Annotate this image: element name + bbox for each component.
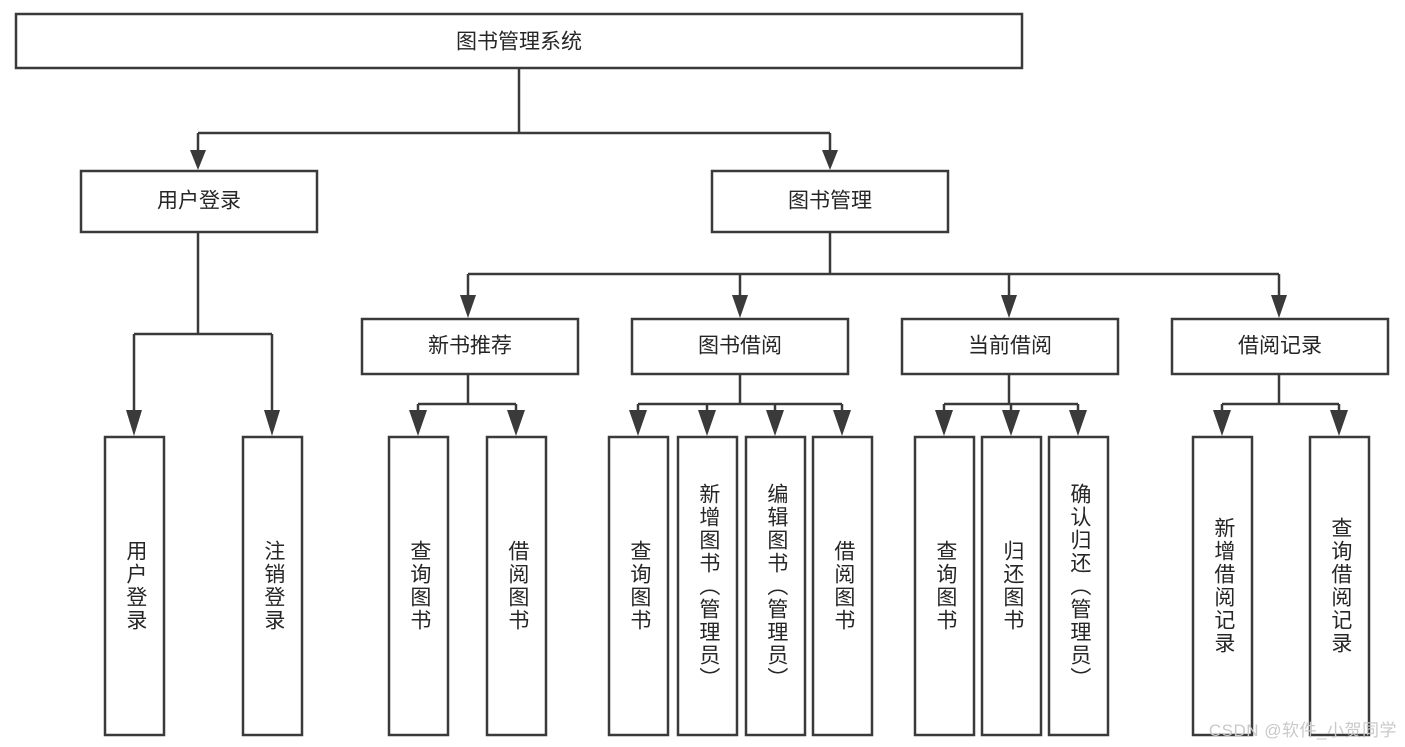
arrowhead-borrow-record: [1271, 295, 1287, 318]
node-root-label: 图书管理系统: [456, 31, 582, 54]
node-leaf-add-record[interactable]: 新增借阅记录: [1191, 435, 1254, 737]
node-borrow-record-label: 借阅记录: [1238, 335, 1322, 358]
node-leaf-borrow-book-1-box[interactable]: [485, 435, 548, 737]
node-leaf-borrow-book-2[interactable]: 借阅图书: [811, 435, 874, 737]
node-book-borrow[interactable]: 图书借阅: [630, 317, 850, 376]
node-leaf-query-record-label: 查询借阅记录: [1328, 517, 1352, 655]
node-current-borrow[interactable]: 当前借阅: [900, 317, 1120, 376]
arrowhead-leaf-query-book-3: [935, 410, 953, 436]
node-leaf-return-book-label: 归还图书: [1000, 540, 1024, 632]
node-leaf-query-record[interactable]: 查询借阅记录: [1308, 435, 1371, 737]
node-book-manage[interactable]: 图书管理: [710, 169, 950, 234]
node-leaf-logout-login[interactable]: 注销登录: [241, 435, 304, 737]
arrowhead-leaf-logout-login: [264, 410, 280, 436]
node-leaf-user-login[interactable]: 用户登录: [103, 435, 166, 737]
node-leaf-query-book-1-box[interactable]: [387, 435, 450, 737]
node-leaf-query-record-box[interactable]: [1308, 435, 1371, 737]
connectors-layer: [126, 68, 1348, 436]
node-leaf-query-book-2-box[interactable]: [607, 435, 670, 737]
node-borrow-record-box[interactable]: [1170, 317, 1390, 376]
node-leaf-edit-book-box[interactable]: [744, 435, 807, 737]
node-leaf-borrow-book-1-label: 借阅图书: [505, 540, 529, 632]
node-leaf-logout-login-box[interactable]: [241, 435, 304, 737]
arrowhead-leaf-query-book-2: [629, 410, 647, 436]
node-book-borrow-label: 图书借阅: [698, 335, 782, 358]
node-new-book-recommend-box[interactable]: [360, 317, 580, 376]
node-leaf-query-book-2-label: 查询图书: [627, 540, 651, 632]
node-leaf-borrow-book-2-box[interactable]: [811, 435, 874, 737]
node-current-borrow-label: 当前借阅: [968, 335, 1052, 358]
node-leaf-return-book-box[interactable]: [980, 435, 1043, 737]
node-leaf-query-book-3-box[interactable]: [913, 435, 976, 737]
arrowhead-book-manage: [822, 150, 838, 170]
node-leaf-add-book[interactable]: 新增图书（管理员）: [676, 435, 739, 737]
node-new-book-recommend[interactable]: 新书推荐: [360, 317, 580, 376]
node-borrow-record[interactable]: 借阅记录: [1170, 317, 1390, 376]
node-leaf-add-book-label: 新增图书（管理员）: [696, 482, 720, 690]
node-book-borrow-box[interactable]: [630, 317, 850, 376]
arrowhead-book-borrow: [732, 295, 748, 318]
arrowhead-leaf-add-record: [1213, 410, 1231, 436]
node-leaf-add-record-box[interactable]: [1191, 435, 1254, 737]
arrowhead-current-borrow: [1001, 295, 1017, 318]
node-leaf-add-record-label: 新增借阅记录: [1211, 517, 1235, 655]
arrowhead-leaf-borrow-book-1: [507, 410, 525, 436]
arrowhead-leaf-query-record: [1330, 410, 1348, 436]
node-user-login-label: 用户登录: [157, 190, 241, 213]
node-root[interactable]: 图书管理系统: [14, 12, 1024, 70]
node-leaf-add-book-box[interactable]: [676, 435, 739, 737]
arrowhead-leaf-edit-book: [766, 410, 784, 436]
node-new-book-recommend-label: 新书推荐: [428, 335, 512, 358]
node-user-login-box[interactable]: [79, 169, 319, 234]
node-current-borrow-box[interactable]: [900, 317, 1120, 376]
node-book-manage-label: 图书管理: [788, 190, 872, 213]
arrowhead-user-login: [190, 150, 206, 170]
arrowhead-leaf-borrow-book-2: [833, 410, 851, 436]
node-leaf-borrow-book-1[interactable]: 借阅图书: [485, 435, 548, 737]
node-leaf-query-book-1[interactable]: 查询图书: [387, 435, 450, 737]
arrowhead-leaf-user-login: [126, 410, 142, 436]
node-book-manage-box[interactable]: [710, 169, 950, 234]
arrowhead-new-book-recommend: [460, 295, 476, 318]
arrowhead-leaf-confirm-return: [1069, 410, 1087, 436]
node-leaf-confirm-return-label: 确认归还（管理员）: [1067, 482, 1091, 690]
node-leaf-edit-book[interactable]: 编辑图书（管理员）: [744, 435, 807, 737]
node-leaf-edit-book-label: 编辑图书（管理员）: [764, 482, 788, 690]
node-user-login[interactable]: 用户登录: [79, 169, 319, 234]
node-leaf-confirm-return[interactable]: 确认归还（管理员）: [1047, 435, 1110, 737]
node-leaf-logout-login-label: 注销登录: [261, 540, 285, 632]
node-leaf-borrow-book-2-label: 借阅图书: [831, 540, 855, 632]
arrowhead-leaf-add-book: [698, 410, 716, 436]
arrowhead-leaf-return-book: [1002, 410, 1020, 436]
node-leaf-return-book[interactable]: 归还图书: [980, 435, 1043, 737]
node-root-box[interactable]: [14, 12, 1024, 70]
node-leaf-query-book-2[interactable]: 查询图书: [607, 435, 670, 737]
node-leaf-query-book-3-label: 查询图书: [933, 540, 957, 632]
node-leaf-query-book-1-label: 查询图书: [407, 540, 431, 632]
node-leaf-user-login-label: 用户登录: [123, 540, 147, 632]
node-leaf-confirm-return-box[interactable]: [1047, 435, 1110, 737]
node-leaf-query-book-3[interactable]: 查询图书: [913, 435, 976, 737]
node-leaf-user-login-box[interactable]: [103, 435, 166, 737]
arrowhead-leaf-query-book-1: [409, 410, 427, 436]
